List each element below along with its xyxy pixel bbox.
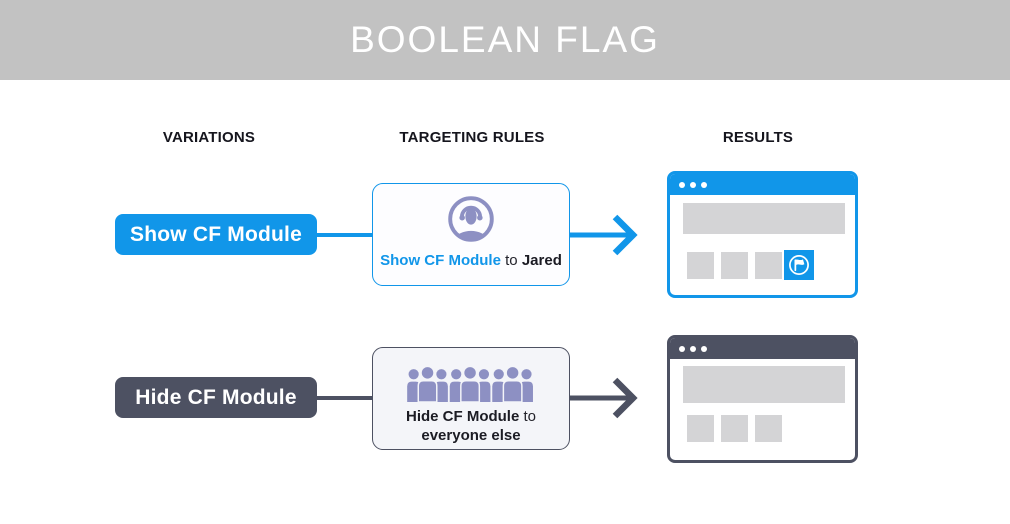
- window-control-dot: [701, 345, 707, 352]
- crowd-icon: [407, 365, 533, 402]
- content-placeholder-box: [687, 415, 714, 442]
- content-placeholder-box: [755, 415, 782, 442]
- cf-module-tile: [784, 250, 814, 280]
- rule-flag-name: Hide CF Module: [405, 408, 520, 425]
- flag-badge-icon: [789, 255, 809, 275]
- rule-connector-word: to: [523, 408, 537, 425]
- page-title: BOOLEAN FLAG: [350, 19, 660, 60]
- connector-line: [316, 396, 373, 400]
- window-control-dot: [701, 181, 707, 188]
- arrow-right-icon: [570, 214, 638, 256]
- column-label-results: RESULTS: [722, 129, 794, 146]
- content-placeholder-banner: [683, 203, 845, 234]
- header-bar: BOOLEAN FLAG: [0, 0, 1010, 80]
- variation-pill-hide-cf-module: Hide CF Module: [115, 377, 317, 418]
- content-placeholder-box: [755, 252, 782, 279]
- variation-pill-show-cf-module: Show CF Module: [115, 214, 317, 255]
- column-label-targeting-rules: TARGETING RULES: [399, 129, 545, 146]
- window-control-dot: [690, 181, 696, 188]
- single-user-headset-icon: [448, 196, 494, 242]
- browser-window-without-module: [667, 335, 858, 463]
- window-control-dot: [690, 345, 696, 352]
- window-control-dot: [679, 345, 685, 352]
- rule-connector-word: to: [505, 252, 518, 269]
- column-label-variations: VARIATIONS: [162, 129, 256, 146]
- content-placeholder-banner: [683, 366, 845, 403]
- rule-target: Jared: [521, 252, 562, 269]
- arrow-right-icon: [570, 377, 638, 419]
- window-control-dot: [679, 181, 685, 188]
- connector-line: [316, 233, 373, 237]
- rule-target: everyone else: [421, 427, 521, 444]
- browser-titlebar: [670, 174, 855, 195]
- targeting-rule-text-line2: everyone else: [421, 426, 520, 445]
- content-placeholder-box: [687, 252, 714, 279]
- rule-flag-name: Show CF Module: [380, 252, 501, 269]
- browser-titlebar: [670, 338, 855, 359]
- content-placeholder-box: [721, 415, 748, 442]
- content-placeholder-box: [721, 252, 748, 279]
- browser-window-with-module: [667, 171, 858, 298]
